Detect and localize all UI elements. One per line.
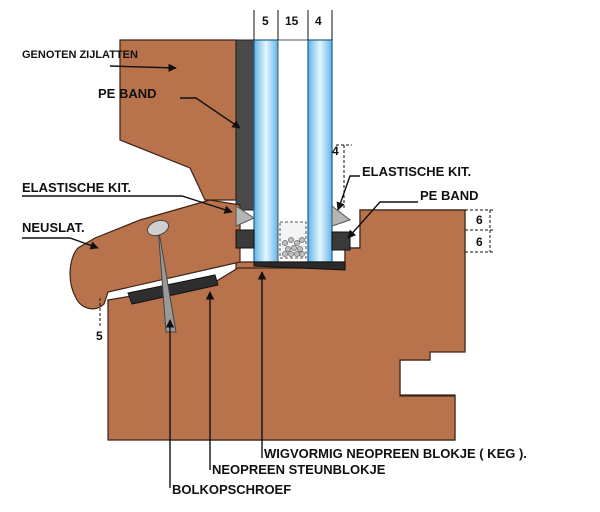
elastische-kit-right [331,204,352,227]
dim-top-middle: 15 [285,14,299,28]
pe-band-left [235,39,255,211]
label-wigvormig: WIGVORMIG NEOPREEN BLOKJE ( KEG ). [264,446,527,461]
elastische-kit-left [235,205,256,227]
pe-band-left-bottom [235,229,255,249]
dim-top-right: 4 [315,14,322,28]
top-dimension-lines [253,10,333,40]
desiccant-granules [282,237,305,257]
upper-side-lath [119,39,237,201]
dim-right-upper: 6 [476,213,483,227]
label-bolkopschroef: BOLKOPSCHROEF [172,482,291,497]
dim-right-lower: 6 [476,235,483,249]
pe-band-right [331,231,351,251]
label-pe-band-left: PE BAND [98,86,157,101]
leader-lines [22,63,418,488]
right-side-dimensions [465,209,495,253]
bolkopschroef-shape [146,219,177,333]
glass-pane-right [307,39,333,263]
glass-pane-left [253,39,279,263]
label-neuslat: NEUSLAT. [22,220,85,235]
label-pe-band-right: PE BAND [420,188,479,203]
wigvormig-blokje [253,261,346,271]
label-neopreen-steunblokje: NEOPREEN STEUNBLOKJE [212,462,386,477]
dim-left-bottom: 5 [96,329,103,343]
label-elastische-kit-left: ELASTISCHE KIT. [22,180,131,195]
label-genoten-zijlatten: GENOTEN ZIJLATTEN [22,49,138,61]
label-elastische-kit-right: ELASTISCHE KIT. [362,164,471,179]
dim-right-vertical: 4 [332,144,339,158]
dim-top-left: 5 [262,14,269,28]
neoprene-steunblokje [127,274,219,305]
right-vertical-dimension [336,144,352,210]
